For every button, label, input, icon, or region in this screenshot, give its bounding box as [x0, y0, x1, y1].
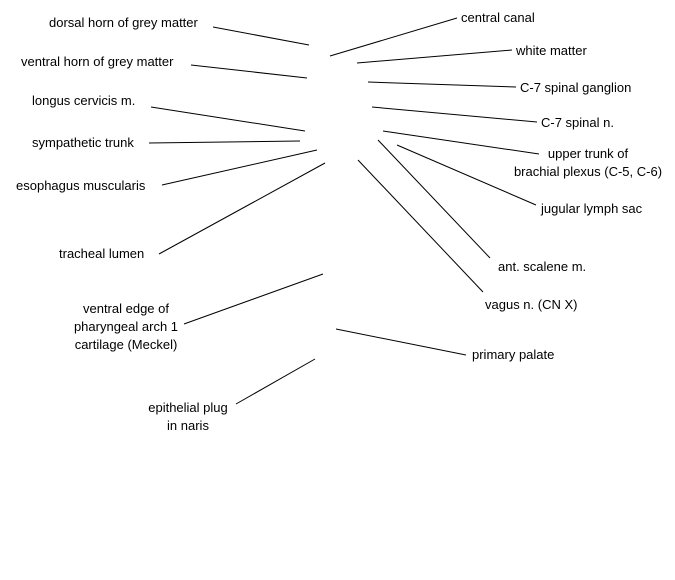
label-epithelial-plug-line-2: in naris [167, 418, 209, 433]
label-meckel-line-1: ventral edge of [82, 301, 169, 316]
label-white-matter: white matter [516, 42, 587, 60]
label-white-matter-text: white matter [516, 43, 587, 58]
label-ventral-horn: ventral horn of grey matter [21, 53, 173, 71]
label-brachial-plexus-line-1: upper trunk of [547, 146, 629, 161]
label-dorsal-horn-text: dorsal horn of grey matter [49, 15, 198, 30]
label-longus-cervicis: longus cervicis m. [32, 92, 135, 110]
label-ventral-horn-text: ventral horn of grey matter [21, 54, 174, 69]
label-esophagus: esophagus muscularis [16, 177, 145, 195]
label-c7-ganglion-text: C-7 spinal ganglion [520, 80, 632, 95]
label-dorsal-horn: dorsal horn of grey matter [49, 14, 198, 32]
label-brachial-plexus: upper trunk of brachial plexus (C-5, C-6… [503, 145, 673, 181]
label-primary-palate: primary palate [472, 346, 554, 364]
leader-jugular-lymph-sac [396, 144, 537, 206]
label-tracheal-lumen-text: tracheal lumen [59, 246, 145, 261]
leader-scalene [377, 139, 491, 259]
leader-primary-palate [335, 328, 467, 356]
leader-meckel [183, 273, 324, 325]
label-c7-nerve-text: C-7 spinal n. [541, 115, 614, 130]
leader-esophagus [161, 149, 318, 186]
leader-vagus [357, 159, 484, 293]
label-meckel: ventral edge of pharyngeal arch 1 cartil… [60, 300, 192, 354]
label-central-canal-text: central canal [461, 10, 535, 25]
label-sympathetic-trunk-text: sympathetic trunk [32, 135, 134, 150]
leader-dorsal-horn [212, 26, 310, 46]
label-epithelial-plug-line-1: epithelial plug [148, 400, 228, 415]
label-epithelial-plug: epithelial plug in naris [132, 399, 244, 435]
label-brachial-plexus-line-2: brachial plexus (C-5, C-6) [513, 164, 663, 179]
leader-ventral-horn [190, 64, 308, 79]
leader-c7-ganglion [367, 81, 517, 88]
leader-central-canal [329, 17, 458, 57]
label-tracheal-lumen: tracheal lumen [59, 245, 144, 263]
leader-epithelial-plug [235, 358, 316, 405]
leader-longus-cervicis [150, 106, 306, 132]
label-meckel-line-2: pharyngeal arch 1 [73, 319, 179, 334]
leader-c7-nerve [371, 106, 538, 123]
label-c7-nerve: C-7 spinal n. [541, 114, 614, 132]
leader-tracheal-lumen [158, 162, 326, 255]
label-sympathetic-trunk: sympathetic trunk [32, 134, 134, 152]
leader-white-matter [356, 49, 513, 64]
label-scalene: ant. scalene m. [498, 258, 586, 276]
leader-brachial-plexus [382, 130, 540, 155]
leader-sympathetic-trunk [148, 140, 301, 144]
label-meckel-line-3: cartilage (Meckel) [74, 337, 178, 352]
label-vagus: vagus n. (CN X) [485, 296, 577, 314]
label-c7-ganglion: C-7 spinal ganglion [520, 79, 631, 97]
label-primary-palate-text: primary palate [472, 347, 555, 362]
label-central-canal: central canal [461, 9, 535, 27]
label-longus-cervicis-text: longus cervicis m. [32, 93, 136, 108]
label-jugular-lymph-sac: jugular lymph sac [541, 200, 642, 218]
label-jugular-lymph-sac-text: jugular lymph sac [541, 201, 643, 216]
label-esophagus-text: esophagus muscularis [16, 178, 146, 193]
label-vagus-text: vagus n. (CN X) [485, 297, 578, 312]
label-scalene-text: ant. scalene m. [498, 259, 587, 274]
